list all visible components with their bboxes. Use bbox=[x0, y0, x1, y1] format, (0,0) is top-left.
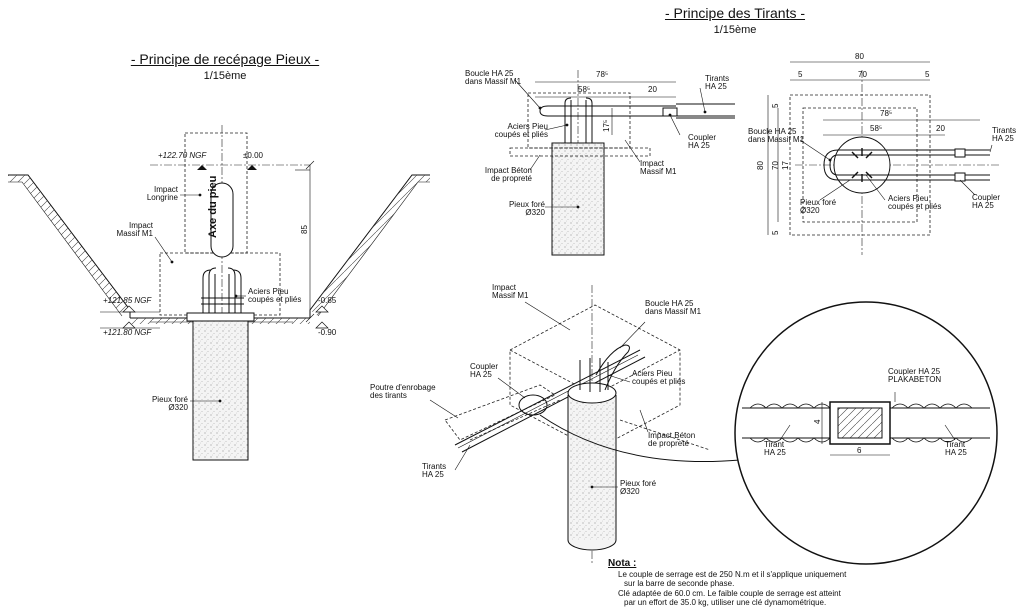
iso-beam-outline bbox=[444, 384, 556, 441]
impact-longrine-label: Impact Longrine bbox=[146, 185, 178, 203]
axe-du-pieu-label: Axe du pieu bbox=[207, 175, 219, 238]
plan-dim-20: 20 bbox=[936, 124, 945, 133]
level-bot-rel-label: -0.90 bbox=[318, 328, 337, 337]
nota-line3: Clé adaptée de 60.0 cm. Le faible couple… bbox=[618, 589, 841, 598]
excavation-slope-left bbox=[8, 174, 131, 318]
bent-rebars bbox=[201, 267, 244, 313]
plan-dim-v70: 70 bbox=[771, 161, 780, 170]
level-zero-label: ±0.00 bbox=[243, 151, 263, 160]
iso-pile-top bbox=[567, 382, 617, 404]
elev-massif-outline bbox=[527, 92, 631, 149]
left-pieux-label: Pieux foré Ø320 bbox=[151, 395, 188, 413]
right-scale: 1/15ème bbox=[713, 24, 757, 36]
level-mid-label: +121.85 NGF bbox=[103, 296, 152, 305]
iso-impact-beton-label: Impact Béton de propreté bbox=[648, 431, 696, 449]
iso-pieux-label: Pieux foré Ø320 bbox=[620, 479, 657, 497]
plan-dim-585: 58⁵ bbox=[870, 124, 883, 133]
iso-boucle-label: Boucle HA 25 dans Massif M1 bbox=[645, 299, 702, 317]
detail-dim-6: 6 bbox=[857, 446, 862, 455]
detail-dim-4: 4 bbox=[813, 419, 822, 424]
elev-dim-585: 58⁵ bbox=[578, 85, 591, 94]
elev-tirants-label: Tirants HA 25 bbox=[705, 74, 730, 92]
elev-dim-785: 78⁵ bbox=[596, 70, 609, 79]
plan-dim-v5a: 5 bbox=[771, 103, 780, 108]
plan-dim-785: 78⁵ bbox=[880, 109, 893, 118]
elev-boucle-label: Boucle HA 25 dans Massif M1 bbox=[465, 69, 522, 87]
tirants-isometric bbox=[429, 285, 741, 565]
plan-pile-circle bbox=[833, 136, 891, 194]
plan-dim-v17: 17 bbox=[781, 161, 790, 170]
plan-tirants-label: Tirants HA 25 bbox=[992, 126, 1017, 144]
elev-impact-massif-label: Impact Massif M1 bbox=[640, 159, 677, 177]
iso-massif-outline bbox=[509, 304, 681, 451]
plan-dim-70: 70 bbox=[858, 70, 867, 79]
tirants-plan bbox=[767, 61, 1000, 255]
plan-aciers-label: Aciers Pieu coupés et pliés bbox=[888, 194, 942, 212]
level-marker bbox=[197, 165, 207, 170]
detail-tirant-right-label: Tirant HA 25 bbox=[945, 440, 967, 458]
plan-dim-5b: 5 bbox=[925, 70, 930, 79]
plan-pieux-label: Pieux foré Ø320 bbox=[800, 198, 837, 216]
coupler-detail bbox=[734, 301, 998, 565]
left-scale: 1/15ème bbox=[203, 70, 247, 82]
left-aciers-label: Aciers Pieu coupés et pliés bbox=[248, 287, 302, 305]
plan-massif-outline bbox=[789, 94, 931, 236]
nota-line2: sur la barre de seconde phase. bbox=[624, 579, 735, 588]
iso-impact-massif-label: Impact Massif M1 bbox=[492, 283, 529, 301]
detail-tirant-left-label: Tirant HA 25 bbox=[764, 440, 786, 458]
iso-aciers-label: Aciers Pieu coupés et pliés bbox=[632, 369, 686, 387]
axe-label-box bbox=[210, 182, 234, 258]
plan-boucle-label: Boucle HA 25 dans Massif M1 bbox=[748, 127, 805, 145]
plan-dim-5a: 5 bbox=[798, 70, 803, 79]
recepage-section bbox=[8, 125, 430, 461]
iso-tirants-label: Tirants HA 25 bbox=[422, 462, 447, 480]
plan-coupler-label: Coupler HA 25 bbox=[972, 193, 1001, 211]
iso-coupler-label: Coupler HA 25 bbox=[470, 362, 499, 380]
level-top-label: +122.70 NGF bbox=[158, 151, 207, 160]
elev-aciers-label: Aciers Pieu coupés et pliés bbox=[494, 122, 548, 140]
impact-massif-label: Impact Massif M1 bbox=[116, 221, 153, 239]
tirants-elevation bbox=[509, 70, 735, 256]
dim-85-label: 85 bbox=[300, 225, 309, 234]
elev-dim-175: 17⁵ bbox=[602, 119, 611, 132]
nota-title: Nota : bbox=[608, 558, 637, 569]
iso-poutre-label: Poutre d'enrobage des tirants bbox=[370, 383, 436, 401]
nota-line4: par un effort de 35.0 kg, utiliser une c… bbox=[624, 598, 827, 607]
plan-dim-80: 80 bbox=[855, 52, 864, 61]
level-bot-label: +121.80 NGF bbox=[103, 328, 152, 337]
elev-dim-20: 20 bbox=[648, 85, 657, 94]
impact-massif-outline bbox=[159, 252, 281, 316]
elev-coupler-label: Coupler HA 25 bbox=[688, 133, 717, 151]
elev-pieux-label: Pieux foré Ø320 bbox=[508, 200, 545, 218]
elev-impact-beton-label: Impact Béton de propreté bbox=[484, 166, 532, 184]
right-title: - Principe des Tirants - bbox=[664, 5, 806, 21]
left-title: - Principe de recépage Pieux - bbox=[130, 51, 320, 67]
plan-dim-v80: 80 bbox=[756, 161, 765, 170]
detail-coupler-label: Coupler HA 25 PLAKABETON bbox=[888, 367, 942, 385]
nota-line1: Le couple de serrage est de 250 N.m et i… bbox=[618, 570, 847, 579]
plan-dim-v5b: 5 bbox=[771, 230, 780, 235]
level-mid-rel-label: -0.85 bbox=[318, 296, 337, 305]
